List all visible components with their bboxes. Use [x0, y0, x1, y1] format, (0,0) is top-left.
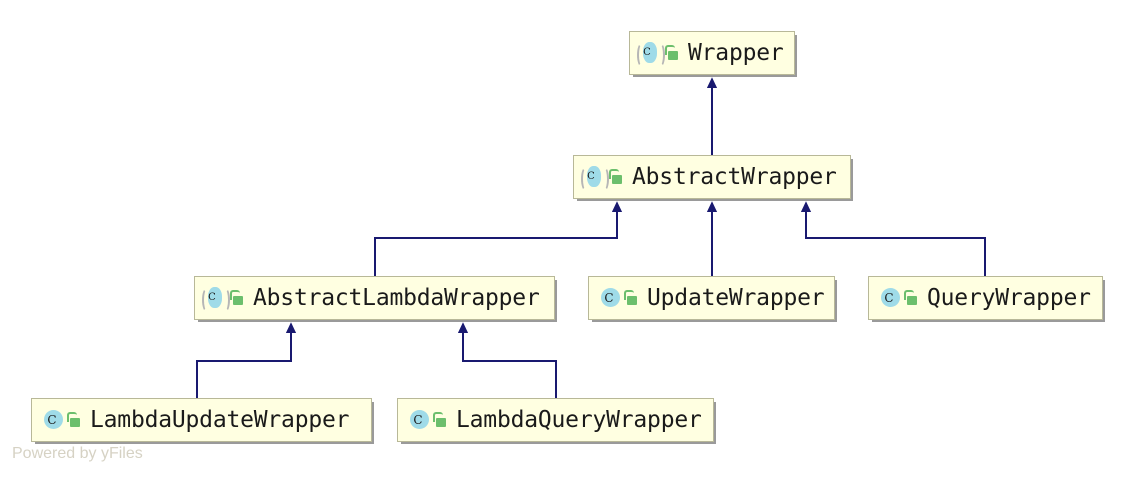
class-disc-icon: [643, 42, 657, 63]
lock-shackle-icon: [609, 169, 619, 179]
abstract-bracket-right-icon: [656, 43, 665, 67]
node-icon-group: C: [581, 166, 623, 191]
class-disc-icon: [208, 287, 222, 308]
class-letter-icon: C: [47, 413, 57, 427]
lock-shackle-icon: [904, 290, 914, 300]
class-name-label: Wrapper: [688, 39, 784, 66]
generalization-edge: [374, 201, 623, 276]
uml-class-node-lambda-update-wrapper[interactable]: C LambdaUpdateWrapper: [31, 398, 372, 442]
abstract-class-icon: C: [637, 42, 665, 67]
lock-body-icon: [612, 175, 622, 184]
class-icon: C: [407, 409, 429, 431]
generalization-edge: [800, 201, 986, 276]
public-unlocked-icon: [432, 411, 447, 429]
node-icon-group: C: [202, 287, 244, 312]
generalization-edge: [457, 322, 557, 398]
public-unlocked-icon: [608, 168, 623, 186]
uml-class-node-abstract-wrapper[interactable]: C AbstractWrapper: [573, 155, 851, 199]
class-name-label: AbstractWrapper: [632, 163, 837, 190]
class-letter-icon: C: [884, 291, 894, 305]
class-name-label: LambdaUpdateWrapper: [90, 406, 350, 433]
node-icon-group: C: [598, 287, 638, 309]
uml-class-node-query-wrapper[interactable]: C QueryWrapper: [868, 276, 1103, 320]
node-icon-group: C: [407, 409, 447, 431]
class-disc-icon: [587, 166, 601, 187]
class-letter-icon: C: [413, 413, 423, 427]
class-letter-icon: C: [587, 171, 595, 182]
class-icon: C: [598, 287, 620, 309]
class-letter-icon: C: [643, 47, 651, 58]
class-name-label: UpdateWrapper: [647, 284, 825, 311]
class-name-label: AbstractLambdaWrapper: [253, 284, 540, 311]
lock-shackle-icon: [624, 290, 634, 300]
class-disc-icon: [44, 410, 63, 429]
abstract-bracket-right-icon: [600, 167, 609, 191]
public-unlocked-icon: [623, 289, 638, 307]
abstract-class-icon: C: [581, 166, 609, 191]
class-name-label: QueryWrapper: [927, 284, 1091, 311]
lock-body-icon: [70, 418, 80, 427]
class-letter-icon: C: [604, 291, 614, 305]
class-letter-icon: C: [208, 292, 216, 303]
lock-body-icon: [907, 296, 917, 305]
lock-body-icon: [668, 51, 678, 60]
abstract-bracket-left-icon: [581, 167, 590, 191]
class-disc-icon: [881, 288, 900, 307]
node-icon-group: C: [637, 42, 679, 67]
public-unlocked-icon: [66, 411, 81, 429]
node-icon-group: C: [41, 409, 81, 431]
lock-body-icon: [436, 418, 446, 427]
lock-shackle-icon: [67, 412, 77, 422]
class-icon: C: [878, 287, 900, 309]
uml-class-node-lambda-query-wrapper[interactable]: C LambdaQueryWrapper: [397, 398, 714, 442]
lock-body-icon: [627, 296, 637, 305]
node-icon-group: C: [878, 287, 918, 309]
abstract-bracket-right-icon: [221, 288, 230, 312]
lock-shackle-icon: [433, 412, 443, 422]
class-icon: C: [41, 409, 63, 431]
public-unlocked-icon: [664, 44, 679, 62]
lock-body-icon: [233, 296, 243, 305]
public-unlocked-icon: [903, 289, 918, 307]
abstract-bracket-left-icon: [637, 43, 646, 67]
class-disc-icon: [601, 288, 620, 307]
uml-class-node-abstract-lambda-wrapper[interactable]: C AbstractLambdaWrapper: [194, 276, 555, 320]
abstract-class-icon: C: [202, 287, 230, 312]
class-name-label: LambdaQueryWrapper: [456, 406, 702, 433]
uml-class-node-update-wrapper[interactable]: C UpdateWrapper: [588, 276, 835, 320]
class-disc-icon: [410, 410, 429, 429]
yfiles-watermark: Powered by yFiles: [12, 445, 143, 462]
public-unlocked-icon: [229, 289, 244, 307]
generalization-edge: [196, 322, 297, 398]
lock-shackle-icon: [665, 45, 675, 55]
lock-shackle-icon: [230, 290, 240, 300]
abstract-bracket-left-icon: [202, 288, 211, 312]
uml-class-node-wrapper[interactable]: C Wrapper: [629, 31, 795, 75]
